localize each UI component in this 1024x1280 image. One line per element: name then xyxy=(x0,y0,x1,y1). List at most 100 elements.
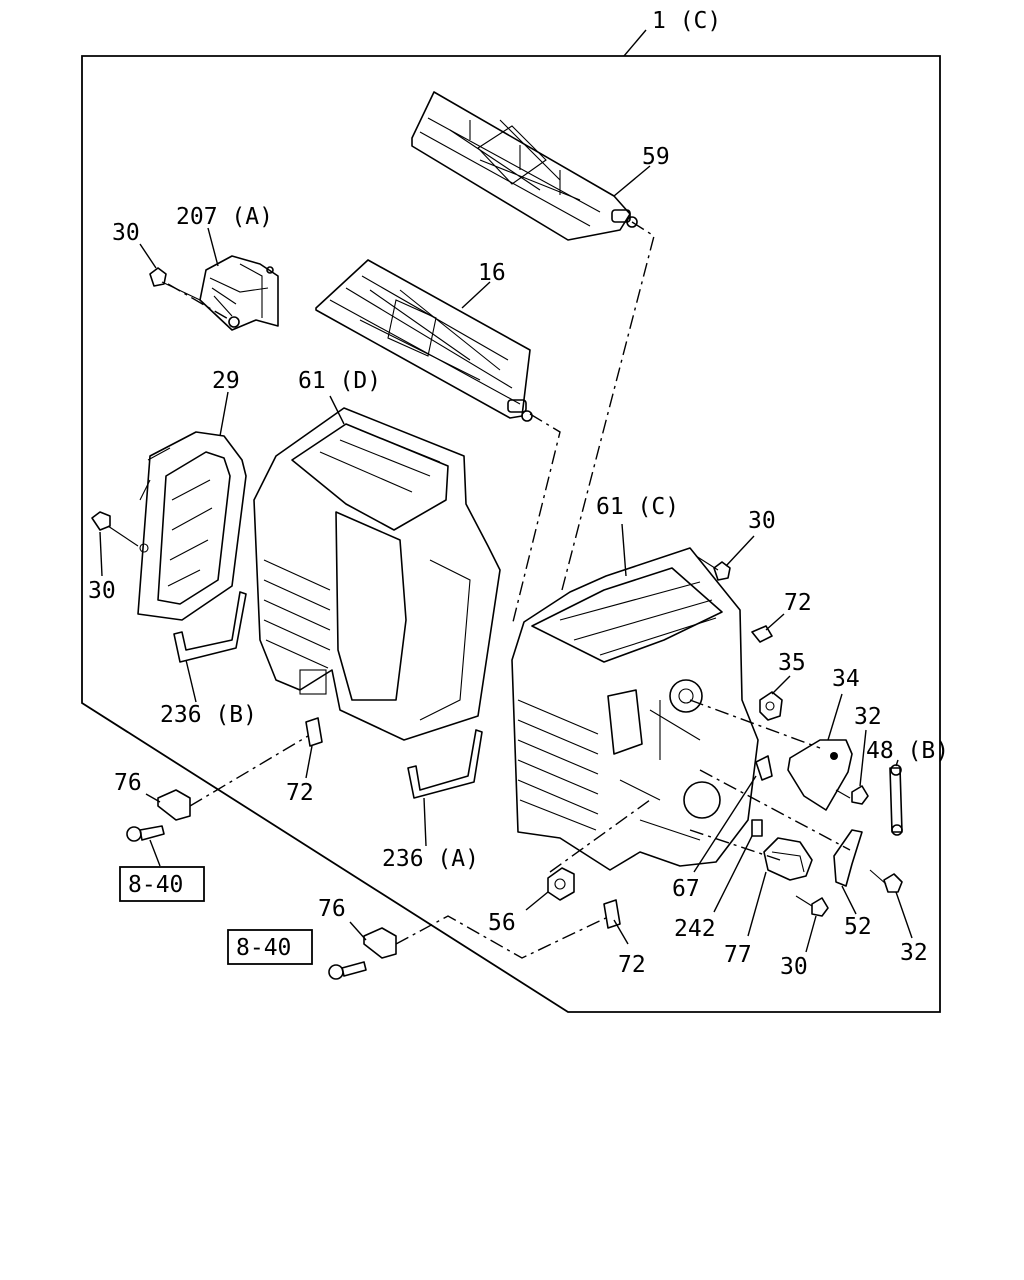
part-61c-case xyxy=(511,547,759,871)
label-76-top: 76 xyxy=(114,770,142,796)
leader-67 xyxy=(693,775,757,873)
leader-bolt-top xyxy=(149,839,161,867)
assembly-frame xyxy=(81,55,941,1013)
part-72-clip-mid xyxy=(305,717,323,747)
leader-76-bottom xyxy=(349,921,367,941)
label-72-bottom: 72 xyxy=(618,952,646,978)
label-8-40-top: 8-40 xyxy=(128,872,183,898)
leader-34 xyxy=(827,693,843,741)
leader-72-mid xyxy=(305,745,313,779)
leader-30-left xyxy=(99,531,103,577)
label-52: 52 xyxy=(844,914,872,940)
leader-61d xyxy=(329,395,345,425)
leader-72-bottom xyxy=(613,919,629,945)
leader-61c xyxy=(621,523,627,577)
dash-line-59 xyxy=(561,221,655,591)
dash-line-77 xyxy=(689,829,781,861)
part-61d-case xyxy=(253,407,501,741)
part-67-clip xyxy=(755,755,773,781)
part-bolt-top xyxy=(126,825,165,842)
leader-1c xyxy=(623,29,647,57)
leader-32-top xyxy=(859,729,867,787)
part-35-link xyxy=(759,691,783,721)
part-56-grommet xyxy=(547,867,575,901)
label-30-top: 30 xyxy=(112,220,140,246)
part-72-clip-bottom xyxy=(603,899,621,929)
label-76-bottom: 76 xyxy=(318,896,346,922)
dash-line-76-bottom xyxy=(395,915,611,959)
ref-box-bottom xyxy=(227,929,313,965)
label-77: 77 xyxy=(724,942,752,968)
leader-32-bottom xyxy=(895,891,913,939)
part-52-bracket xyxy=(833,829,863,887)
label-8-40-bottom: 8-40 xyxy=(236,935,291,961)
part-236b-wire xyxy=(173,591,247,663)
dash-line-207 xyxy=(167,283,231,321)
part-76-bracket-bottom xyxy=(363,927,397,959)
label-236b: 236 (B) xyxy=(160,702,257,728)
dash-line-16 xyxy=(511,413,561,627)
leader-207a xyxy=(207,227,219,267)
leader-236a xyxy=(423,797,427,847)
label-61c: 61 (C) xyxy=(596,494,679,520)
part-59-filter xyxy=(411,91,638,241)
leader-56 xyxy=(525,891,549,911)
label-236a: 236 (A) xyxy=(382,846,479,872)
label-48b: 48 (B) xyxy=(866,738,949,764)
leader-76-top xyxy=(145,793,161,803)
part-30-screw-bottom xyxy=(795,895,829,917)
part-bolt-bottom xyxy=(328,961,367,980)
dash-line-56 xyxy=(549,799,651,873)
label-35: 35 xyxy=(778,650,806,676)
label-72-mid: 72 xyxy=(286,780,314,806)
label-72-right: 72 xyxy=(784,590,812,616)
part-77-actuator xyxy=(763,837,813,881)
part-34-lever xyxy=(787,739,853,811)
leader-35 xyxy=(771,675,791,695)
label-30-bottom: 30 xyxy=(780,954,808,980)
dash-line-72-mid xyxy=(189,735,309,807)
leader-52 xyxy=(841,885,857,915)
leader-242 xyxy=(713,835,753,913)
leader-30-bottom xyxy=(805,915,817,953)
dash-line-52 xyxy=(699,769,851,851)
part-32-screw-bottom xyxy=(869,869,903,893)
label-1c: 1 (C) xyxy=(652,8,721,34)
leader-72-right xyxy=(765,613,785,631)
label-59: 59 xyxy=(642,144,670,170)
label-32-bottom: 32 xyxy=(900,940,928,966)
label-29: 29 xyxy=(212,368,240,394)
label-34: 34 xyxy=(832,666,860,692)
leader-16 xyxy=(461,281,491,309)
leader-30-right xyxy=(725,535,755,567)
part-76-bracket-top xyxy=(157,789,191,821)
ref-box-top xyxy=(119,866,205,902)
label-30-right: 30 xyxy=(748,508,776,534)
part-30-screw-left xyxy=(91,511,139,547)
part-242-block xyxy=(751,819,763,837)
part-30-screw-top xyxy=(149,267,201,301)
part-32-screw-top xyxy=(835,785,869,805)
leader-48b xyxy=(895,759,899,767)
dash-line-34 xyxy=(689,699,821,749)
part-30-screw-right xyxy=(695,555,731,581)
label-16: 16 xyxy=(478,260,506,286)
leader-29 xyxy=(219,391,229,437)
part-236a-wire xyxy=(407,729,483,799)
label-207a: 207 (A) xyxy=(176,204,273,230)
part-72-clip-right xyxy=(751,625,773,643)
label-67: 67 xyxy=(672,876,700,902)
label-32-top: 32 xyxy=(854,704,882,730)
label-56: 56 xyxy=(488,910,516,936)
label-242: 242 xyxy=(674,916,716,942)
leader-30-top xyxy=(139,243,157,269)
part-29-cover xyxy=(137,431,247,621)
leader-236b xyxy=(185,659,197,703)
label-30-left: 30 xyxy=(88,578,116,604)
label-61d: 61 (D) xyxy=(298,368,381,394)
part-207a-actuator xyxy=(199,255,279,331)
part-48b-rod xyxy=(889,764,903,836)
leader-59 xyxy=(613,165,651,197)
leader-77 xyxy=(747,871,767,937)
